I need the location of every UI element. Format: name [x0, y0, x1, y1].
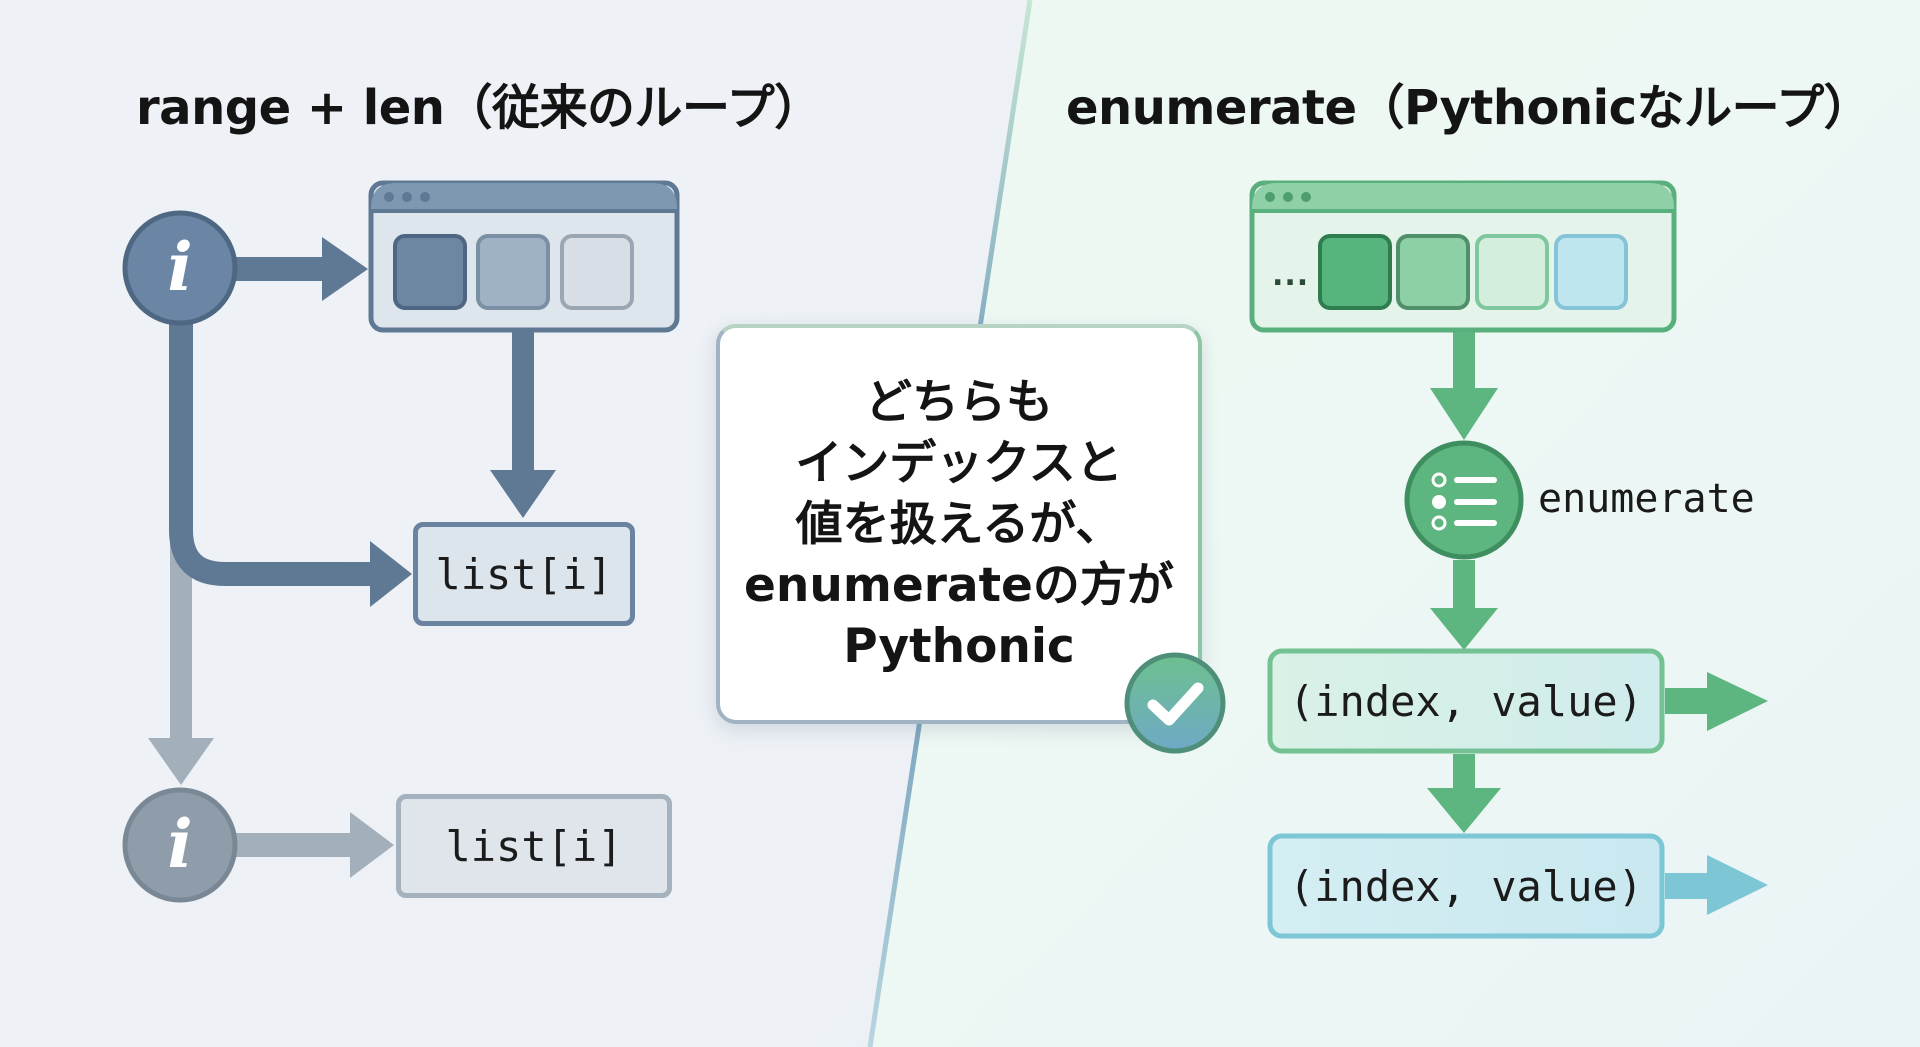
array-cell: [1318, 234, 1392, 310]
faded-connector: [170, 540, 192, 740]
left-loop-diagram: [122, 180, 680, 903]
index-symbol-bottom: i: [167, 805, 193, 883]
summary-line-3: 値を扱えるが、: [795, 496, 1123, 552]
arrow-to-tuple-2: [1427, 788, 1501, 833]
window-dot: [1301, 192, 1311, 202]
index-connector: [169, 320, 380, 586]
array-ellipsis: ...: [1272, 258, 1310, 293]
tuple-1-container: (index, value): [1270, 651, 1662, 751]
right-enumerate-diagram: [1249, 180, 1768, 939]
left-panel-title: range + len（従来のループ）: [136, 80, 822, 136]
tuple-1-output-arrow: [1707, 672, 1768, 731]
tuple-2-container: (index, value): [1270, 836, 1662, 936]
summary-line-2: インデックスと: [795, 435, 1123, 491]
array-window-left: [368, 180, 680, 333]
array-cell: [1554, 234, 1628, 310]
list-item-box-1: list[i]: [413, 522, 635, 626]
window-dot: [1283, 192, 1293, 202]
index-symbol-top: i: [167, 228, 193, 306]
arrow-shaft: [230, 257, 330, 281]
window-dot: [402, 192, 412, 202]
tuple-2-output-arrow: [1707, 855, 1768, 915]
index-circle-top: [122, 210, 238, 326]
right-panel-title: enumerate（Pythonicなループ）: [1066, 80, 1872, 136]
list-item-box-2: list[i]: [396, 794, 672, 898]
summary-card: どちらも インデックスと 値を扱えるが、 enumerateの方が Python…: [716, 324, 1202, 724]
check-icon: [1124, 652, 1226, 754]
array-cell: [560, 234, 634, 310]
arrow-to-list-item-2: [350, 812, 394, 878]
tuple-2-label: (index, value): [1288, 861, 1643, 911]
arrow-to-list-item-1-down: [490, 470, 556, 518]
arrow-shaft: [230, 833, 360, 857]
arrow-shaft: [1453, 560, 1475, 612]
array-cell: [393, 234, 467, 310]
arrow-to-enumerate: [1430, 388, 1498, 440]
arrow-shaft: [1453, 332, 1475, 390]
faded-arrow-down: [148, 738, 214, 785]
index-circle-bottom: [122, 787, 238, 903]
tuple-box-1: [1267, 648, 1665, 754]
summary-line-1: どちらも: [865, 374, 1053, 430]
tuple-box-2: [1267, 833, 1665, 939]
arrow-shaft: [512, 332, 534, 472]
list-item-2-label: list[i]: [445, 821, 623, 871]
enumerate-label: enumerate: [1538, 476, 1755, 522]
arrow-shaft: [1453, 754, 1475, 794]
summary-line-4: enumerateの方が: [744, 557, 1174, 613]
arrow-to-list-item-1: [370, 541, 412, 607]
tuple-1-label: (index, value): [1288, 676, 1643, 726]
array-cell: [1396, 234, 1470, 310]
arrow-to-array: [322, 237, 368, 301]
enumerate-list-icon: [1404, 440, 1524, 560]
arrow-to-tuple-1: [1430, 608, 1498, 650]
window-dot: [1265, 192, 1275, 202]
window-dot: [384, 192, 394, 202]
summary-line-5: Pythonic: [843, 618, 1075, 674]
array-cell: [476, 234, 550, 310]
list-item-1-label: list[i]: [435, 549, 613, 599]
array-cell: [1475, 234, 1549, 310]
array-window-right: [1249, 180, 1677, 333]
window-dot: [420, 192, 430, 202]
